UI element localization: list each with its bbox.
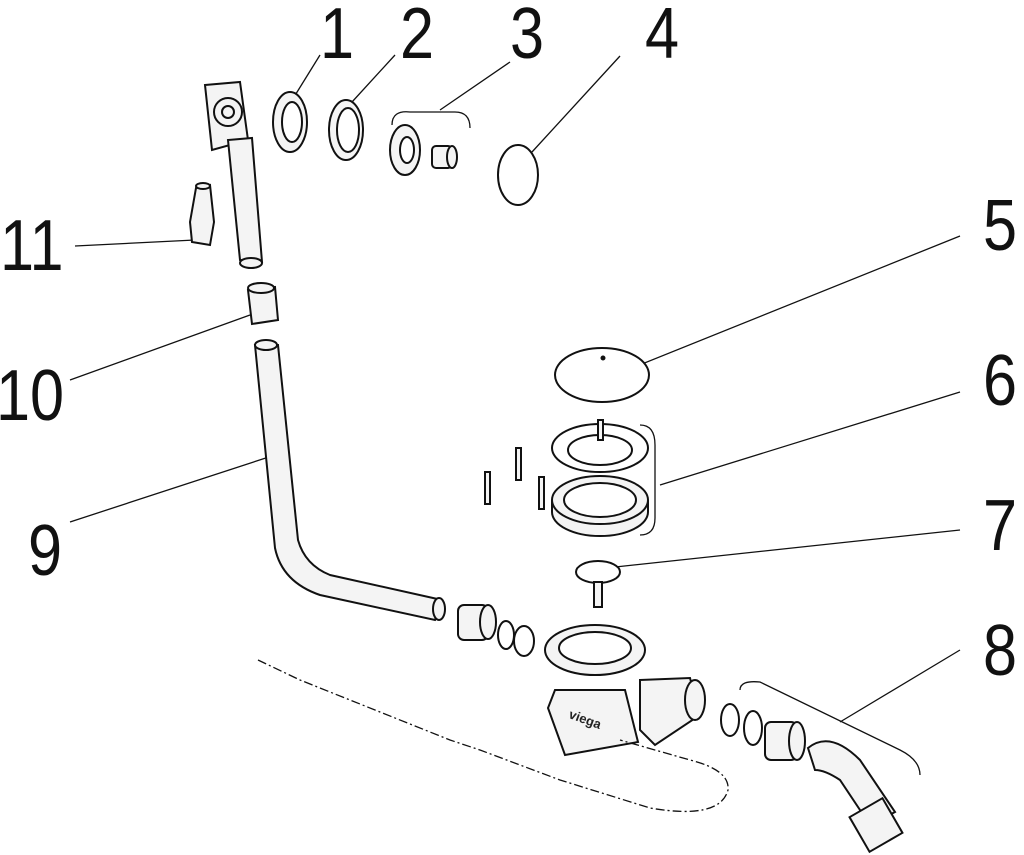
label-10: 10: [0, 356, 65, 436]
part-4-cover-cap: [497, 144, 539, 206]
label-11: 11: [0, 206, 64, 286]
leader-10: [69, 314, 251, 381]
label-5: 5: [983, 186, 1018, 266]
part-11-connector: [188, 182, 216, 247]
leader-11: [74, 239, 196, 247]
part-10-sleeve: [246, 282, 280, 326]
part-3-overflow-insert: [389, 124, 458, 176]
label-6: 6: [983, 341, 1018, 421]
part-5-cover-plate: [554, 347, 650, 403]
leader-1: [293, 54, 321, 98]
label-7: 7: [983, 486, 1018, 566]
part-8-outlet-set: [720, 703, 904, 854]
label-2: 2: [400, 0, 435, 74]
left-nut-and-seals: [457, 604, 535, 657]
pull-cable: [257, 659, 729, 813]
part-6-ring-set: [484, 419, 649, 537]
part-9-pipe: [253, 344, 444, 622]
leader-2: [351, 54, 396, 103]
leader-7: [605, 529, 961, 569]
part-2-gasket: [328, 99, 364, 161]
overflow-head-part: [203, 80, 264, 269]
label-3: 3: [510, 0, 545, 74]
part-7-valve-plug: [575, 560, 621, 608]
label-1: 1: [320, 0, 355, 74]
leader-8: [739, 649, 961, 776]
leader-9: [69, 454, 276, 523]
part-1-gasket: [272, 91, 308, 153]
label-8: 8: [983, 611, 1018, 691]
leader-4: [531, 55, 621, 153]
leader-6: [639, 391, 961, 536]
label-4: 4: [645, 0, 680, 74]
drain-body: viega: [544, 624, 706, 757]
leader-3: [391, 61, 511, 129]
leader-5: [621, 235, 961, 373]
label-9: 9: [28, 511, 63, 591]
